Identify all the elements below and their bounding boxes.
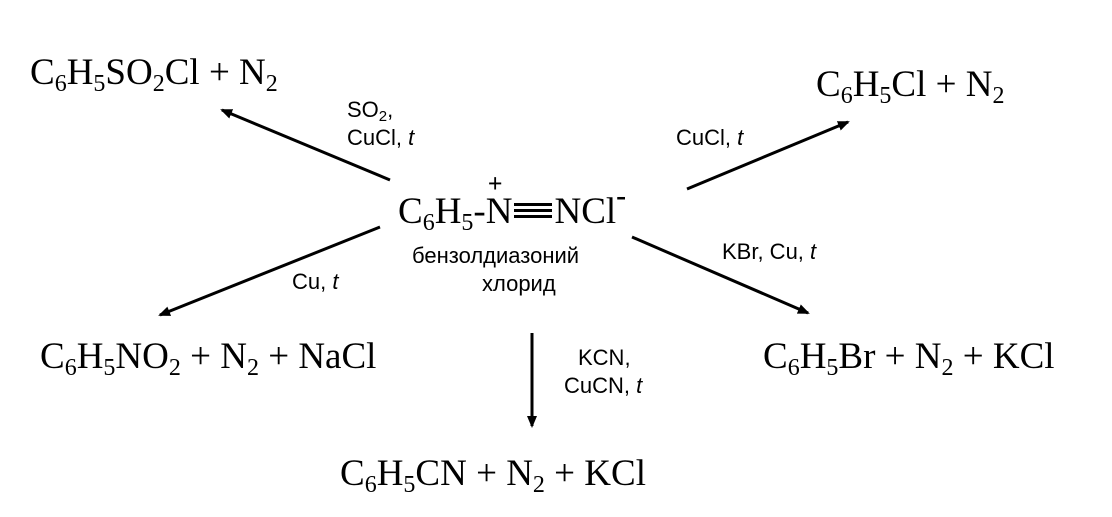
- product-nitrobenzene: C6H5NO2 + N2 + NaCl: [40, 336, 377, 381]
- arrow-top-right: [686, 120, 850, 191]
- product-chlorobenzene: C6H5Cl + N2: [816, 64, 1005, 109]
- condition-middle-right: KBr, Cu, t: [722, 239, 817, 264]
- negative-charge: -: [616, 179, 627, 212]
- condition-middle-left: Cu, t: [292, 269, 339, 294]
- arrow-middle-right: [631, 235, 810, 315]
- product-sulfonyl-chloride: C6H5SO2Cl + N2: [30, 52, 278, 97]
- diazonium-nitrogen: +N: [485, 169, 513, 232]
- product-benzonitrile: C6H5CN + N2 + KCl: [340, 453, 646, 498]
- product-bromobenzene: C6H5Br + N2 + KCl: [763, 336, 1055, 381]
- triple-bond: [514, 203, 553, 218]
- condition-bottom: KCN, CuCN, t: [564, 345, 643, 398]
- arrow-top-left: [220, 108, 391, 182]
- condition-top-left: SO2, CuCl, t: [347, 97, 415, 150]
- center-name-line2: хлорид: [482, 271, 556, 296]
- condition-top-right: CuCl, t: [676, 125, 744, 150]
- center-name-line1: бензолдиазоний: [412, 243, 580, 268]
- arrow-middle-left: [158, 225, 381, 317]
- positive-charge: +: [487, 169, 503, 198]
